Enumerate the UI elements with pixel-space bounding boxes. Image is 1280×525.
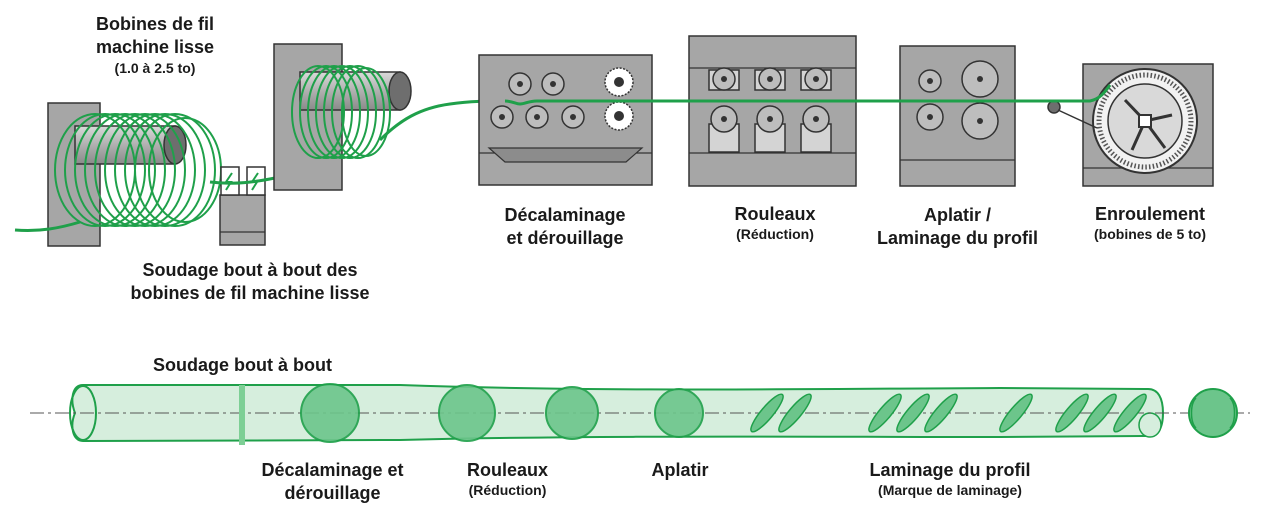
label-coils-line-1: Bobines de fil: [95, 14, 214, 34]
label-coiling-title: Enroulement: [1094, 204, 1205, 224]
descaling-machine: [478, 54, 653, 186]
label-bottom-rollers-sub: (Réduction): [468, 481, 547, 498]
label-bottom-profile: Laminage du profil (Marque de laminage): [830, 459, 1070, 499]
label-coiling: Enroulement (bobines de 5 to): [1070, 203, 1230, 243]
label-coiling-sub: (bobines de 5 to): [1094, 225, 1206, 242]
wire-coil-2: [273, 43, 412, 191]
label-flatten-line-2: Laminage du profil: [876, 227, 1038, 248]
label-bottom-profile-sub: (Marque de laminage): [878, 481, 1022, 498]
wire-coil-1: [14, 102, 222, 247]
label-flatten-line-1: Aplatir /: [923, 205, 991, 225]
label-rollers-title: Rouleaux: [734, 204, 816, 224]
label-rollers: Rouleaux (Réduction): [700, 203, 850, 243]
label-bottom-weld: Soudage bout à bout: [153, 355, 332, 375]
label-bottom-rollers: Rouleaux (Réduction): [445, 459, 570, 499]
reduction-rollers-machine: [688, 35, 857, 187]
label-descaling: Décalaminage et dérouillage: [480, 204, 650, 249]
label-bottom-descaling-line-2: dérouillage: [284, 482, 381, 503]
wire-line: [504, 84, 1112, 106]
label-welding-line-1: Soudage bout à bout des: [142, 260, 358, 280]
label-welding-line-2: bobines de fil machine lisse: [130, 282, 370, 303]
label-descaling-line-1: Décalaminage: [504, 205, 626, 225]
label-coils-line-2: machine lisse: [95, 36, 215, 57]
flattening-machine: [899, 45, 1016, 187]
label-descaling-line-2: et dérouillage: [506, 227, 624, 248]
wire-evolution: [30, 383, 1250, 445]
label-bottom-profile-title: Laminage du profil: [869, 460, 1031, 480]
label-coils-title: Bobines de fil machine lisse (1.0 à 2.5 …: [60, 13, 250, 78]
label-flatten: Aplatir / Laminage du profil: [860, 204, 1055, 249]
welding-unit: [219, 166, 266, 246]
label-bottom-descaling: Décalaminage et dérouillage: [240, 459, 425, 504]
label-coils-weight: (1.0 à 2.5 to): [114, 60, 196, 76]
label-welding: Soudage bout à bout des bobines de fil m…: [100, 259, 400, 304]
label-bottom-flatten: Aplatir: [651, 460, 709, 480]
coiling-machine: [1047, 63, 1214, 187]
label-rollers-sub: (Réduction): [736, 225, 814, 242]
label-bottom-descaling-line-1: Décalaminage et: [261, 460, 404, 480]
label-bottom-rollers-title: Rouleaux: [466, 460, 549, 480]
